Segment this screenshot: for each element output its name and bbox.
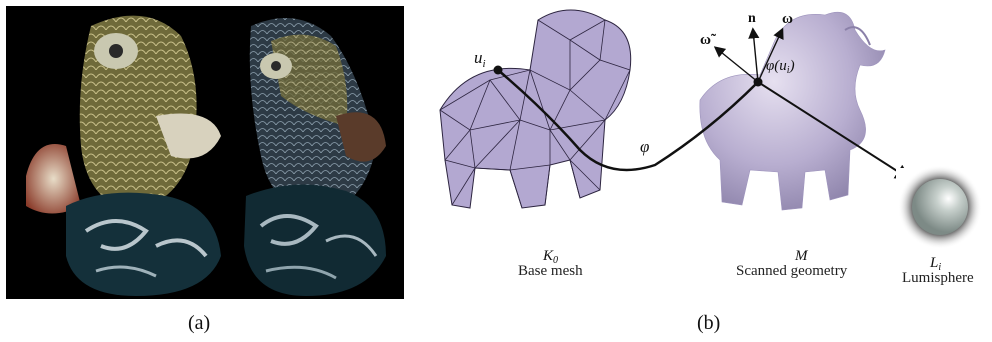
label-m: M — [794, 248, 809, 264]
label-normal: n — [748, 11, 756, 26]
label-base-mesh: Base mesh — [518, 263, 583, 279]
caption-a: (a) — [188, 312, 210, 335]
label-u: ui — [474, 48, 486, 70]
base-mesh-elephant — [440, 10, 631, 208]
label-omega-tilde: ω̃ — [700, 32, 716, 48]
label-scanned-geometry: Scanned geometry — [736, 263, 848, 279]
caption-b: (b) — [697, 312, 720, 335]
koi-fish-photo — [6, 6, 404, 299]
label-phi: φ — [640, 137, 649, 156]
lumisphere-image — [896, 165, 984, 249]
mapping-diagram: ui φ φ(ui) n ω ω̃ K0 Base mesh M Scanned… — [430, 0, 992, 300]
label-lumisphere: Lumisphere — [902, 270, 974, 286]
label-omega: ω — [782, 11, 793, 27]
point-u-marker — [494, 66, 503, 75]
label-phi-u: φ(ui) — [766, 58, 795, 76]
